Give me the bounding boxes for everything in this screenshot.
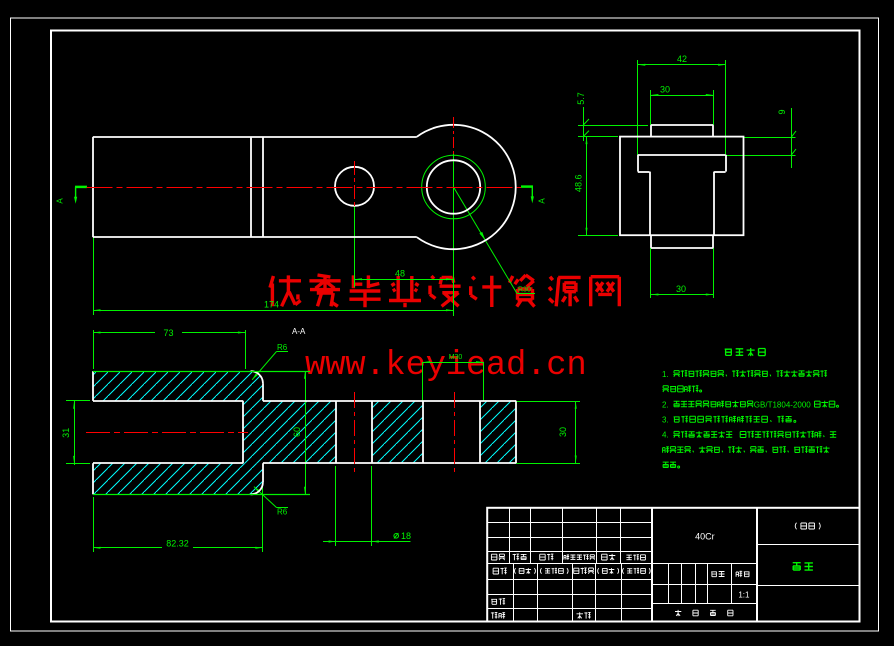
svg-text:40Cr: 40Cr — [695, 532, 715, 542]
svg-text:A: A — [538, 198, 547, 204]
svg-text:73: 73 — [163, 328, 173, 338]
svg-text:4.: 4. — [662, 431, 669, 440]
svg-text:30: 30 — [676, 284, 686, 294]
svg-text:48: 48 — [395, 269, 405, 279]
svg-text:18: 18 — [401, 531, 411, 541]
svg-text:M30: M30 — [449, 354, 463, 361]
svg-text:1:1: 1:1 — [738, 591, 750, 600]
svg-text:60: 60 — [292, 427, 302, 437]
svg-text:9: 9 — [777, 109, 787, 114]
svg-text:82.32: 82.32 — [166, 539, 189, 549]
svg-text:5.7: 5.7 — [576, 92, 586, 105]
svg-text:30: 30 — [558, 427, 568, 437]
svg-text:31: 31 — [61, 428, 71, 438]
svg-text:R30: R30 — [518, 287, 531, 294]
svg-text:42: 42 — [677, 54, 687, 64]
svg-text:R6: R6 — [277, 343, 288, 352]
svg-text:2.: 2. — [662, 400, 669, 409]
svg-text:48.6: 48.6 — [574, 175, 584, 193]
svg-text:A-A: A-A — [292, 327, 306, 336]
svg-text:GB/T1804-2000: GB/T1804-2000 — [754, 400, 811, 409]
svg-text:3.: 3. — [662, 416, 669, 425]
svg-text:1.: 1. — [662, 370, 669, 379]
svg-text:30: 30 — [660, 85, 670, 95]
svg-text:R6: R6 — [277, 508, 288, 517]
svg-text:174: 174 — [264, 300, 279, 310]
svg-text:www.keyiead.cn: www.keyiead.cn — [305, 347, 586, 385]
svg-text:A: A — [56, 198, 65, 204]
